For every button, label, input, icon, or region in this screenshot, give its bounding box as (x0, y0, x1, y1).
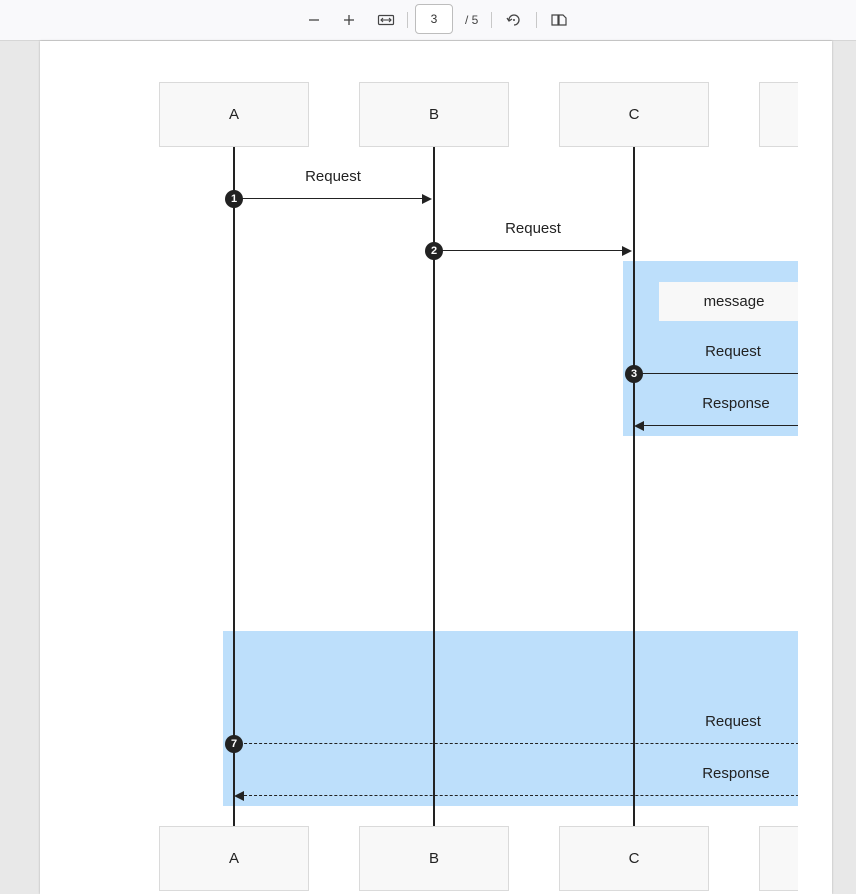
lifeline-b (433, 147, 435, 827)
message-1-number: 1 (225, 190, 243, 208)
rotate-icon[interactable] (501, 8, 527, 32)
participant-c-bottom: C (559, 826, 709, 891)
sequence-diagram: A B C Request 1 Request 2 message Reques… (40, 41, 798, 894)
message-7-number: 7 (225, 735, 243, 753)
participant-c-top: C (559, 82, 709, 147)
arrowhead-left (234, 791, 244, 801)
toolbar-divider (491, 12, 492, 28)
minus-icon[interactable] (301, 8, 327, 32)
page-number-input[interactable] (415, 4, 453, 34)
toolbar-divider (407, 12, 408, 28)
viewer-margin-right (832, 41, 856, 894)
viewer-margin-left (0, 41, 40, 894)
message-4-arrow (644, 425, 798, 426)
message-1-arrow (234, 198, 422, 199)
pdf-toolbar: / 5 (0, 0, 856, 41)
message-8-label: Response (702, 765, 770, 782)
participant-d-top (759, 82, 798, 147)
participant-b-bottom: B (359, 826, 509, 891)
message-1-label: Request (305, 168, 361, 185)
message-2-arrow (434, 250, 622, 251)
document-page: A B C Request 1 Request 2 message Reques… (40, 41, 832, 894)
note-box: message (659, 282, 798, 321)
message-4-label: Response (702, 395, 770, 412)
message-2-label: Request (505, 220, 561, 237)
participant-a-bottom: A (159, 826, 309, 891)
page-total-label: / 5 (465, 13, 479, 27)
arrowhead-left (634, 421, 644, 431)
plus-icon[interactable] (336, 8, 362, 32)
arrowhead-right (622, 246, 632, 256)
fit-width-icon[interactable] (373, 8, 399, 32)
participant-a-top: A (159, 82, 309, 147)
participant-d-bottom (759, 826, 798, 891)
lifeline-a (233, 147, 235, 827)
message-3-arrow (634, 373, 798, 374)
lifeline-c (633, 147, 635, 827)
message-8-arrow (244, 795, 798, 796)
message-3-number: 3 (625, 365, 643, 383)
message-3-label: Request (705, 343, 761, 360)
page-spread-icon[interactable] (546, 8, 572, 32)
loop-block-lower (223, 631, 798, 806)
participant-b-top: B (359, 82, 509, 147)
toolbar-divider (536, 12, 537, 28)
message-7-arrow (234, 743, 798, 744)
message-2-number: 2 (425, 242, 443, 260)
message-7-label: Request (705, 713, 761, 730)
arrowhead-right (422, 194, 432, 204)
